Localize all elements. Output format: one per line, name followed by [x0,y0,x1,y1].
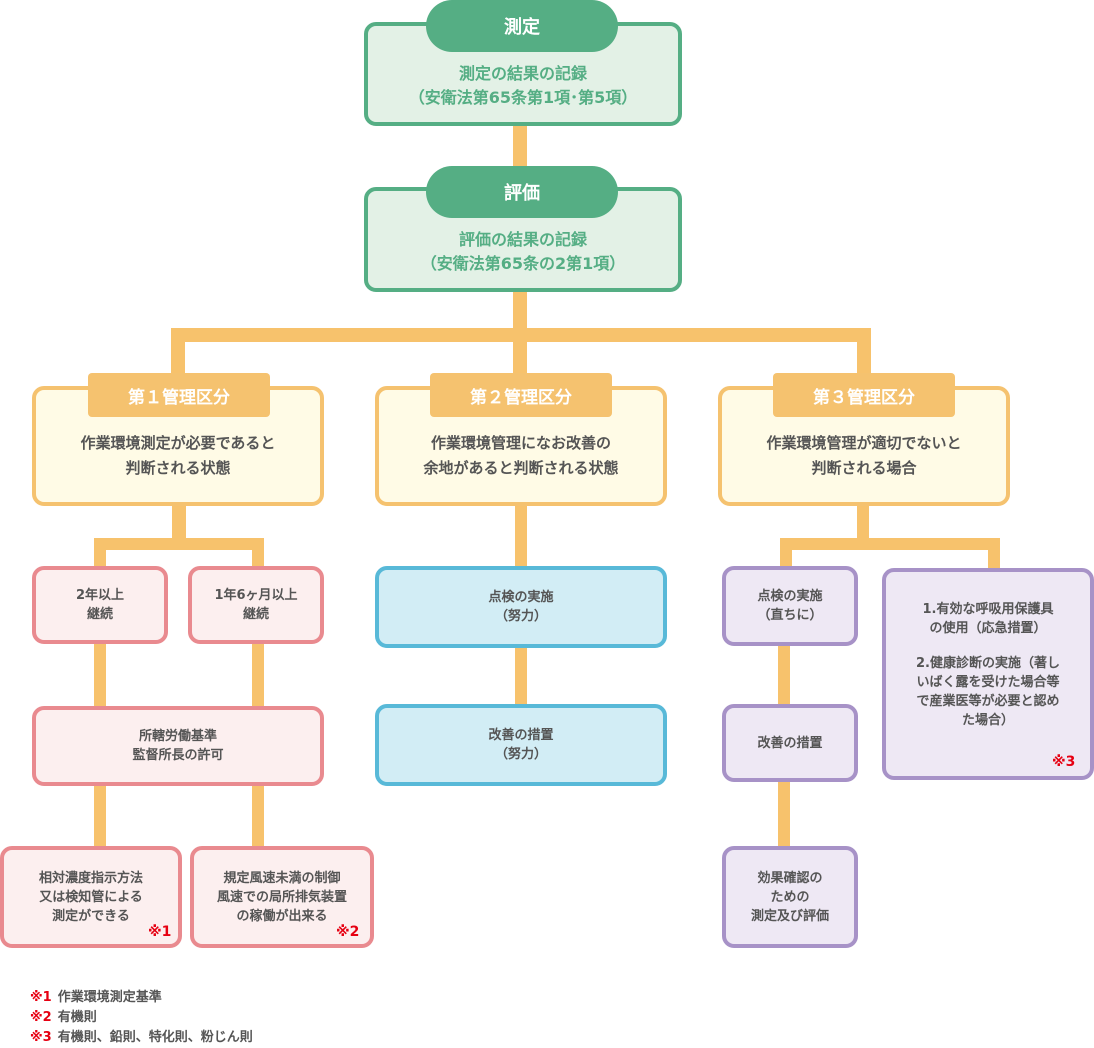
class1-outcome-a-line-2: 又は検知管による [39,889,143,905]
footnote-3-mark: ※3 [30,1030,52,1045]
class1-line-1: 作業環境測定が必要であると [80,434,276,452]
connector-to-class1 [171,328,185,380]
footnote-mark-2: ※2 [336,924,360,940]
connector-class2-down [515,500,527,572]
measurement-line-1: 測定の結果の記録 [458,64,587,83]
connector-class3-split [780,538,1000,550]
class3-line-1: 作業環境管理が適切でないと [766,434,962,452]
footnote-1-mark: ※1 [30,990,52,1005]
class3-measures-1-line-2: の使用（応急措置） [929,621,1047,636]
class1-outcome-b-line-3: の稼働が出来る [236,908,328,924]
class1-tab: 第１管理区分 [88,373,270,417]
class2-inspection-line-1: 点検の実施 [488,590,554,605]
connector-class3-right [988,538,1000,572]
connector-class2-inspection-improvement [515,644,527,710]
class1-continued-2y-line-1: 2年以上 [75,588,125,603]
class3-confirmation-line-1: 効果確認の [757,870,823,886]
connector-to-class3 [857,328,871,380]
class3-tab: 第３管理区分 [773,373,955,417]
class1-continued-1y6m-line-2: 継続 [242,607,269,622]
connector-class3-inspection-improvement [778,642,790,708]
connector-permission-outcome-b [252,782,264,852]
class1-continued-1y6m-line-1: 1年6ヶ月以上 [214,588,298,603]
class3-line-2: 判断される場合 [811,459,917,477]
measurement-line-2: （安衛法第65条第1項･第5項） [408,88,638,107]
class2-line-2: 余地があると判断される状態 [423,459,619,477]
connector-class1-down [172,500,186,544]
class1-line-2: 判断される状態 [125,459,231,477]
class3-improvement-line-1: 改善の措置 [757,735,823,751]
class1-continued-2y-line-2: 継続 [86,607,113,622]
class3-confirmation-box: 効果確認の ための 測定及び評価 [722,846,858,948]
connector-class1-right [252,538,264,572]
footnote-1: ※1 作業環境測定基準 [30,988,253,1008]
class2-inspection-box: 点検の実施 （努力） [375,566,667,648]
class2-inspection-line-2: （努力） [494,609,547,624]
class2-improvement-line-1: 改善の措置 [488,728,554,743]
footnote-mark-3: ※3 [1052,754,1076,770]
class3-inspection-box: 点検の実施 （直ちに） [722,566,858,646]
evaluation-line-2: （安衛法第65条の2第1項） [420,253,626,273]
connector-to-class2 [513,328,527,380]
class1-outcome-a-line-1: 相対濃度指示方法 [38,870,143,886]
connector-permission-outcome-a [94,782,106,852]
class3-measures-2-line-4: た場合） [961,713,1014,728]
footnote-mark-1: ※1 [148,924,172,940]
class3-inspection-line-2: （直ちに） [757,608,823,623]
class3-confirmation-line-2: ための [770,889,810,905]
class3-measures-box: 1.有効な呼吸用保護具 の使用（応急措置） 2.健康診断の実施（著し いばく露を… [882,568,1094,780]
class1-outcome-b-line-1: 規定風速未満の制御 [223,870,341,886]
class3-inspection-line-1: 点検の実施 [757,589,823,604]
class1-continued-1y6m-box: 1年6ヶ月以上 継続 [188,566,324,644]
class1-outcome-b-line-2: 風速での局所排気装置 [216,889,347,905]
class3-confirmation-line-3: 測定及び評価 [750,908,829,924]
footnote-3: ※3 有機則、鉛則、特化則、粉じん則 [30,1028,253,1048]
class2-improvement-box: 改善の措置 （努力） [375,704,667,786]
footnote-2-mark: ※2 [30,1010,52,1025]
evaluation-line-1: 評価の結果の記録 [458,229,587,249]
class1-permission-line-1: 所轄労働基準 [138,729,217,744]
footnote-2-text: 有機則 [57,1010,97,1025]
connector-1y6m-permission [252,640,264,712]
connector-2y-permission [94,640,106,712]
class3-measures-2-line-3: で産業医等が必要と認め [916,694,1060,709]
class2-improvement-line-2: （努力） [494,747,547,762]
footnote-3-text: 有機則、鉛則、特化則、粉じん則 [57,1030,253,1045]
class3-measures-1-line-1: 1.有効な呼吸用保護具 [922,602,1054,617]
connector-class3-left [780,538,792,572]
class3-improvement-box: 改善の措置 [722,704,858,782]
connector-measure-evaluate [513,124,527,174]
class2-line-1: 作業環境管理になお改善の [430,434,611,452]
class1-continued-2y-box: 2年以上 継続 [32,566,168,644]
measurement-pill: 測定 [426,0,618,52]
footnote-2: ※2 有機則 [30,1008,253,1028]
evaluation-pill: 評価 [426,166,618,218]
connector-class1-left [94,538,106,572]
class1-permission-line-2: 監督所長の許可 [132,748,224,763]
class1-outcome-a-box: 相対濃度指示方法 又は検知管による 測定ができる [0,846,182,948]
connector-class3-down [857,500,869,544]
connector-class1-split [94,538,264,550]
class3-measures-2-line-2: いばく露を受けた場合等 [916,675,1060,690]
footnotes: ※1 作業環境測定基準 ※2 有機則 ※3 有機則、鉛則、特化則、粉じん則 [30,988,253,1048]
class1-permission-box: 所轄労働基準 監督所長の許可 [32,706,324,786]
class1-outcome-b-box: 規定風速未満の制御 風速での局所排気装置 の稼働が出来る [190,846,374,948]
footnote-1-text: 作業環境測定基準 [57,990,162,1005]
class1-outcome-a-line-3: 測定ができる [52,908,130,924]
class3-measures-2-line-1: 2.健康診断の実施（著し [916,656,1060,671]
connector-evaluate-down [513,290,527,340]
class2-tab: 第２管理区分 [430,373,612,417]
connector-class3-improvement-confirmation [778,778,790,852]
